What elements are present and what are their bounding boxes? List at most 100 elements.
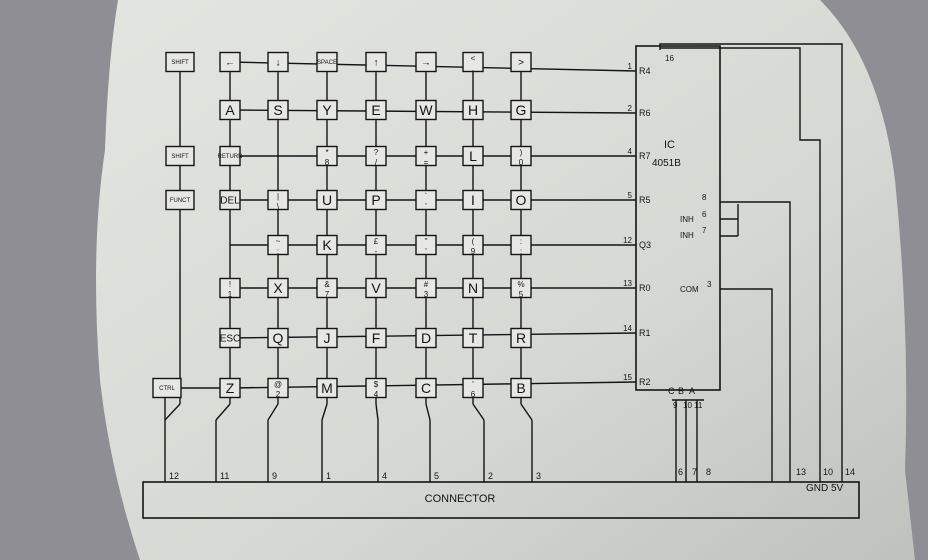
key-cap	[415, 234, 437, 256]
connector-box	[142, 481, 860, 519]
key-xx: £-	[365, 234, 387, 256]
key-cap	[365, 51, 387, 73]
key-label: ↑	[374, 58, 379, 69]
column-wire	[321, 403, 328, 421]
key-label: S	[273, 102, 282, 118]
ic-pin-name: INH	[680, 215, 694, 224]
ic-pin-number: 16	[665, 54, 674, 63]
key-x5: %5	[510, 277, 532, 299]
key-w: W	[415, 99, 437, 121]
key-label: DEL	[220, 196, 240, 207]
key-cap	[316, 145, 338, 167]
key-label: X	[273, 280, 283, 296]
key-cap	[415, 51, 437, 73]
ic-pin-number: 2	[628, 104, 633, 113]
column-pin-label: 4	[382, 471, 387, 481]
key-label: SPACE	[317, 60, 337, 66]
key-label-lower: /	[375, 158, 378, 167]
key-cap	[415, 277, 437, 299]
key-cap	[415, 327, 437, 349]
key-cap	[267, 189, 289, 211]
key-label-lower: ,	[472, 64, 474, 73]
key-label: G	[516, 102, 527, 118]
key-label-lower: '	[425, 247, 427, 256]
column-pin-label: 5	[434, 471, 439, 481]
column-pin-label: 2	[488, 471, 493, 481]
ic-pin-name: Q3	[639, 240, 651, 250]
connector-pin-label: 13	[796, 467, 806, 477]
key-cap	[219, 99, 241, 121]
key-label: →	[421, 58, 431, 69]
ic-pin-name: R6	[639, 108, 651, 118]
key-xx: <,	[462, 51, 484, 73]
key-label-lower: 2	[276, 390, 281, 399]
key-cap	[267, 377, 289, 399]
ic-pin-number: 8	[702, 193, 707, 202]
key-cap	[415, 145, 437, 167]
key-x6: '6	[462, 377, 484, 399]
key-g: G	[510, 99, 532, 121]
key-x9: (9	[462, 234, 484, 256]
key-cap	[365, 189, 387, 211]
key-label: M	[321, 380, 333, 396]
key-x: ↓	[267, 51, 289, 73]
key-cap	[462, 189, 484, 211]
ic-pin-name: R5	[639, 195, 651, 205]
key-x: ←	[219, 51, 241, 73]
key-label-upper: ~	[276, 237, 281, 246]
column-wire	[164, 403, 181, 421]
key-y: Y	[316, 99, 338, 121]
key-label: Y	[322, 102, 332, 118]
key-q: Q	[267, 327, 289, 349]
key-cap	[267, 327, 289, 349]
column-wire	[520, 403, 533, 421]
ic-pin-name: R1	[639, 328, 651, 338]
connector-pin-label: 14	[845, 467, 855, 477]
key-label: E	[371, 102, 380, 118]
key-label: C	[421, 380, 431, 396]
key-label-lower: 0	[519, 158, 524, 167]
key-cap	[510, 145, 532, 167]
key-z: Z	[219, 377, 241, 399]
key-label: U	[322, 192, 332, 208]
key-label: SHIFT	[171, 60, 189, 66]
key-cap	[510, 234, 532, 256]
key-cap	[510, 277, 532, 299]
key-cap	[219, 327, 241, 349]
key-label: R	[516, 330, 526, 346]
column-wire	[215, 403, 231, 421]
key-h: H	[462, 99, 484, 121]
key-xx: `'	[415, 189, 437, 211]
key-cap	[462, 277, 484, 299]
key-l: L	[462, 145, 484, 167]
key-cap	[165, 145, 195, 167]
connector-label: CONNECTOR	[425, 493, 496, 505]
key-f: F	[365, 327, 387, 349]
key-label: ↓	[276, 58, 281, 69]
paper-sheet	[96, 0, 915, 560]
ic-pin-number: 3	[707, 280, 712, 289]
key-label-lower: '	[425, 202, 427, 211]
key-cap	[462, 327, 484, 349]
key-cap	[267, 234, 289, 256]
key-label: P	[371, 192, 380, 208]
key-cap	[219, 51, 241, 73]
ic-pin-name: R2	[639, 377, 651, 387]
column-wire	[375, 403, 379, 421]
key-label-lower: 1	[228, 290, 233, 299]
key-x3: #3	[415, 277, 437, 299]
key-label-lower: ;	[277, 247, 279, 256]
ic-pin-name: C	[668, 386, 675, 396]
key-cap	[365, 145, 387, 167]
key-s: S	[267, 99, 289, 121]
key-label: J	[324, 330, 331, 346]
key-cap	[267, 51, 289, 73]
key-ctrl: CTRL	[152, 377, 182, 399]
key-label-lower: \	[277, 202, 280, 211]
key-label: T	[469, 330, 478, 346]
key-label: Q	[273, 330, 284, 346]
key-label: Z	[226, 380, 235, 396]
column-pin-label: 12	[169, 471, 179, 481]
key-label: N	[468, 280, 478, 296]
key-cap	[152, 377, 182, 399]
